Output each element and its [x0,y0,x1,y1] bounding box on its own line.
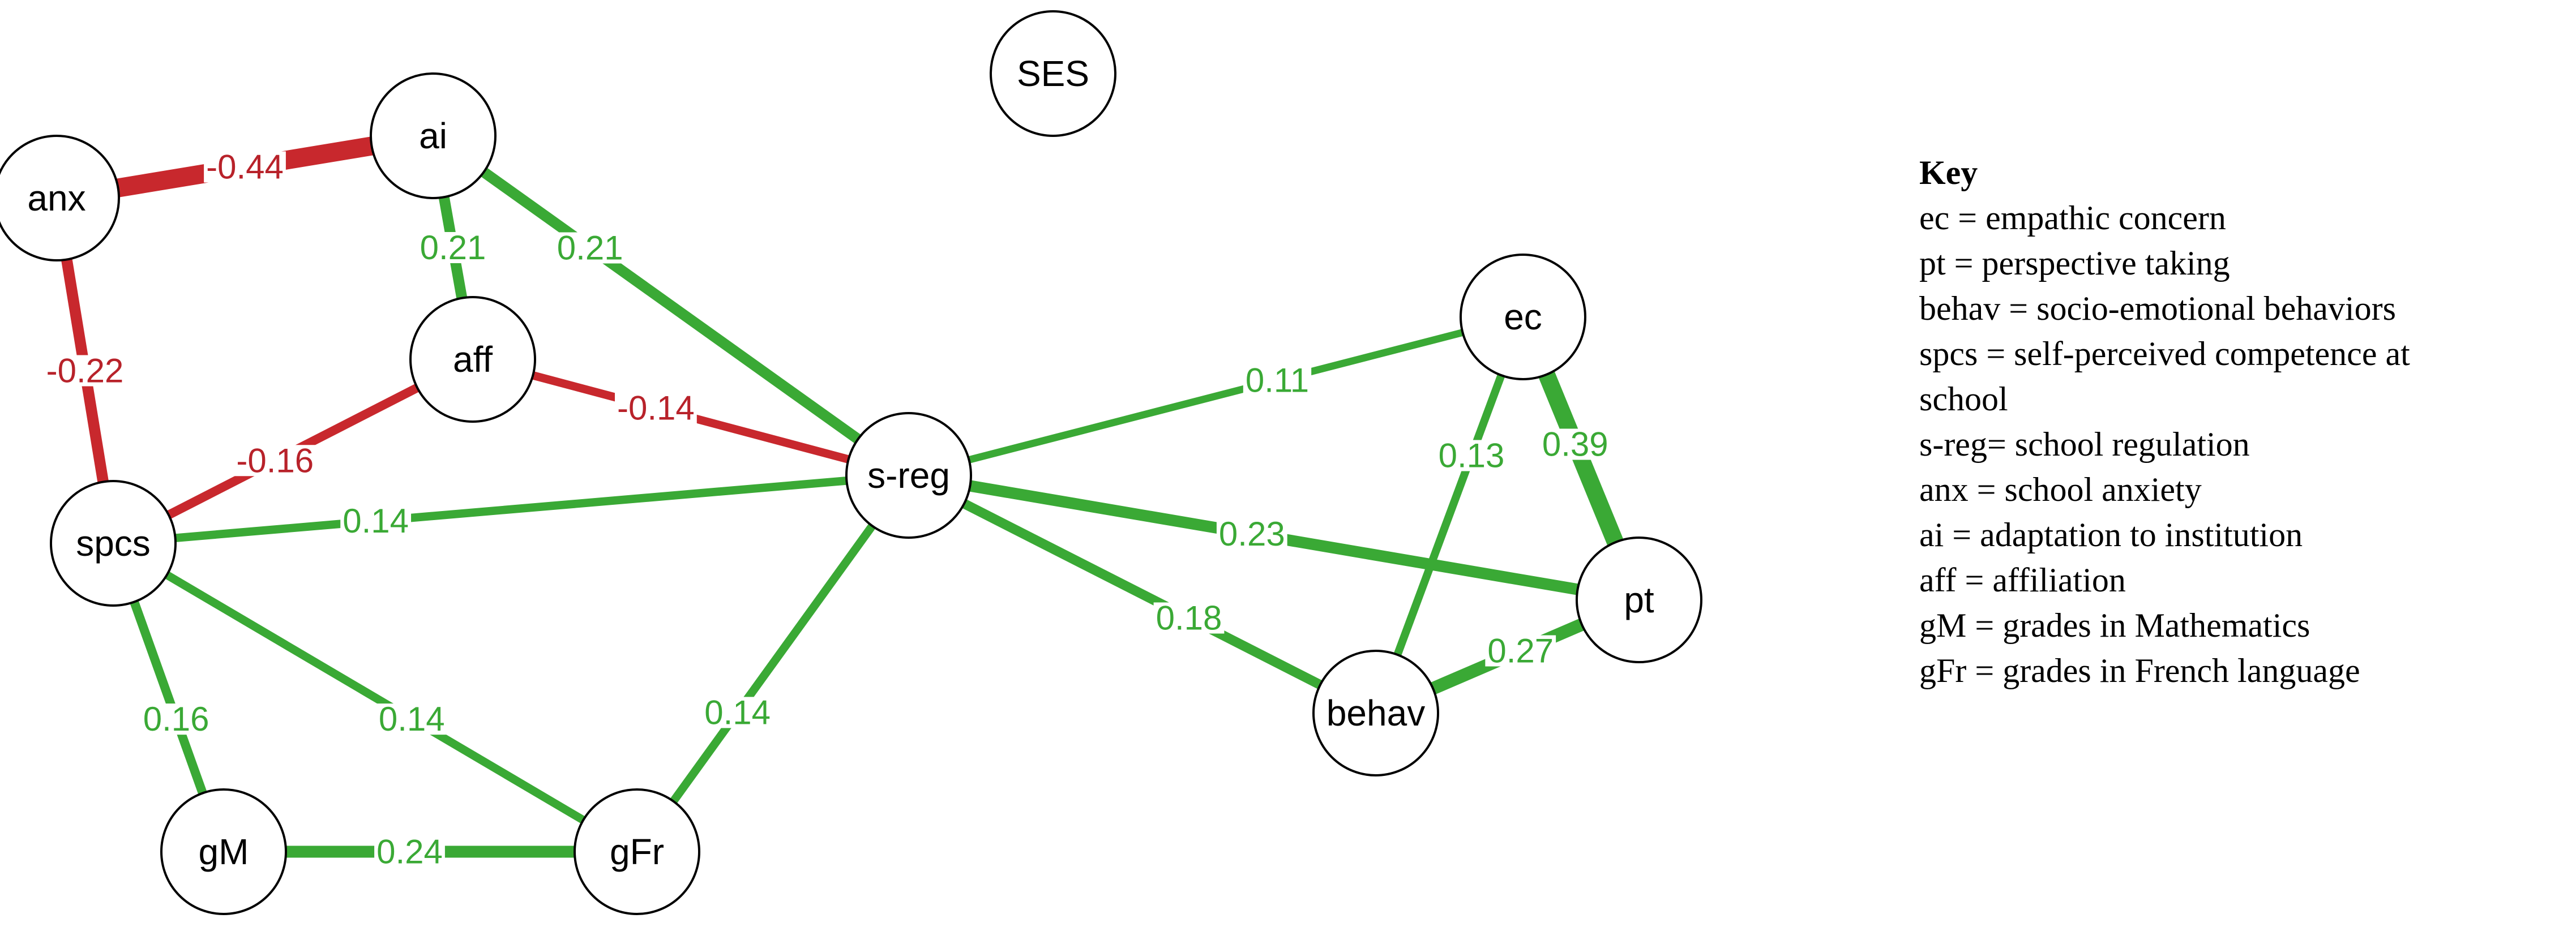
node-circle [409,296,536,423]
edge-s-reg-gFr [634,473,912,855]
node-label: ai [419,115,447,156]
edge-label-spcs-gFr: 0.14 [379,700,445,738]
key-line: school [1919,380,2008,418]
node-gFr: gFr [574,788,700,915]
node-circle [1460,254,1586,380]
edge-label-bg [1436,440,1507,471]
key-title: Key [1919,154,1978,191]
node-SES: SES [990,10,1116,137]
edge-label-bg [374,836,445,868]
key-line: ec = empathic concern [1919,199,2226,237]
node-gM: gM [160,788,287,915]
node-pt: pt [1576,537,1702,663]
edge-label-s-reg-pt: 0.23 [1219,515,1285,553]
node-label: gFr [610,831,664,872]
edge-label-spcs-gM: 0.16 [143,700,209,738]
node-circle [1576,537,1702,663]
edge-label-anx-spcs: -0.22 [46,352,124,390]
node-behav: behav [1312,650,1439,776]
node-ec: ec [1460,254,1586,380]
edge-label-ai-aff: 0.21 [420,229,486,267]
edge-spcs-s-reg [113,471,909,548]
key-lines: ec = empathic concern pt = perspective ta… [1919,195,2559,693]
edge-spcs-gFr [111,539,639,856]
node-label: SES [1017,53,1089,94]
node-aff: aff [409,296,536,423]
edge-label-bg [1243,364,1312,396]
key-line: aff = affiliation [1919,561,2126,599]
node-label: aff [453,339,493,380]
edge-label-anx-ai: -0.44 [206,148,284,186]
node-circle [1312,650,1439,776]
node-circle [0,135,120,261]
edge-label-s-reg-ec: 0.11 [1246,362,1309,400]
key-line: s-reg= school regulation [1919,426,2250,463]
edge-labels-layer: -0.44 0.21 0.21 -0.22 -0.16 -0.14 0.14 0.11 0.23… [44,148,1611,871]
edge-label-bg [615,392,697,424]
nodes-layer: SES ai anx aff spcs s-reg ec pt behav gM gFr [0,10,1702,915]
edge-label-bg [376,703,447,735]
edge-label-ec-behav: 0.13 [1439,437,1505,475]
node-circle [574,788,700,915]
edge-s-reg-ec [908,313,1524,479]
node-label: anx [27,178,85,218]
key-line: gFr = grades in French language [1919,652,2360,689]
key-line: behav = socio-emotional behaviors [1919,290,2396,327]
node-anx: anx [0,135,120,261]
key-line: pt = perspective taking [1919,244,2230,282]
node-s-reg: s-reg [845,412,972,539]
edge-label-aff-spcs: -0.16 [236,441,314,479]
node-ai: ai [370,72,497,199]
node-circle [50,480,177,607]
edge-label-ai-s-reg: 0.21 [557,229,623,267]
edge-label-bg [1485,635,1556,667]
edge-label-bg [702,697,773,728]
node-label: behav [1326,693,1425,733]
edge-label-bg [1153,602,1225,634]
edge-label-bg [204,151,286,183]
key-line: ai = adaptation to institution [1919,516,2303,553]
key-legend: Key ec = empathic concern pt = perspectiv… [1919,150,2559,693]
edge-label-bg [1539,428,1611,460]
key-line: gM = grades in Mathematics [1919,607,2310,644]
node-label: spcs [76,523,151,564]
key-line: anx = school anxiety [1919,471,2202,508]
node-circle [990,10,1116,137]
edge-ec-behav [1372,315,1527,715]
edge-label-behav-pt: 0.27 [1487,632,1554,670]
edge-s-reg-behav [906,471,1378,718]
node-label: gM [199,831,249,872]
node-circle [370,72,497,199]
edge-ai-s-reg [430,131,912,480]
edge-label-bg [44,355,126,387]
edge-label-bg [234,445,316,477]
edge-label-s-reg-behav: 0.18 [1156,599,1222,637]
node-circle [845,412,972,539]
edge-label-bg [417,232,489,263]
edge-label-s-reg-gFr: 0.14 [704,693,771,731]
node-label: s-reg [867,455,950,496]
edge-label-gM-gFr: 0.24 [376,833,443,871]
node-circle [160,788,287,915]
edge-label-spcs-s-reg: 0.14 [343,502,409,540]
node-label: pt [1624,580,1654,620]
node-label: ec [1504,297,1542,337]
node-spcs: spcs [50,480,177,607]
edge-label-bg [1216,518,1287,550]
edge-label-bg [140,703,212,735]
edge-label-bg [340,505,412,537]
edge-label-bg [554,232,626,264]
edge-label-aff-s-reg: -0.14 [617,389,695,427]
key-line: spcs = self-perceived competence at [1919,335,2410,372]
edge-label-ec-pt: 0.39 [1542,426,1608,464]
